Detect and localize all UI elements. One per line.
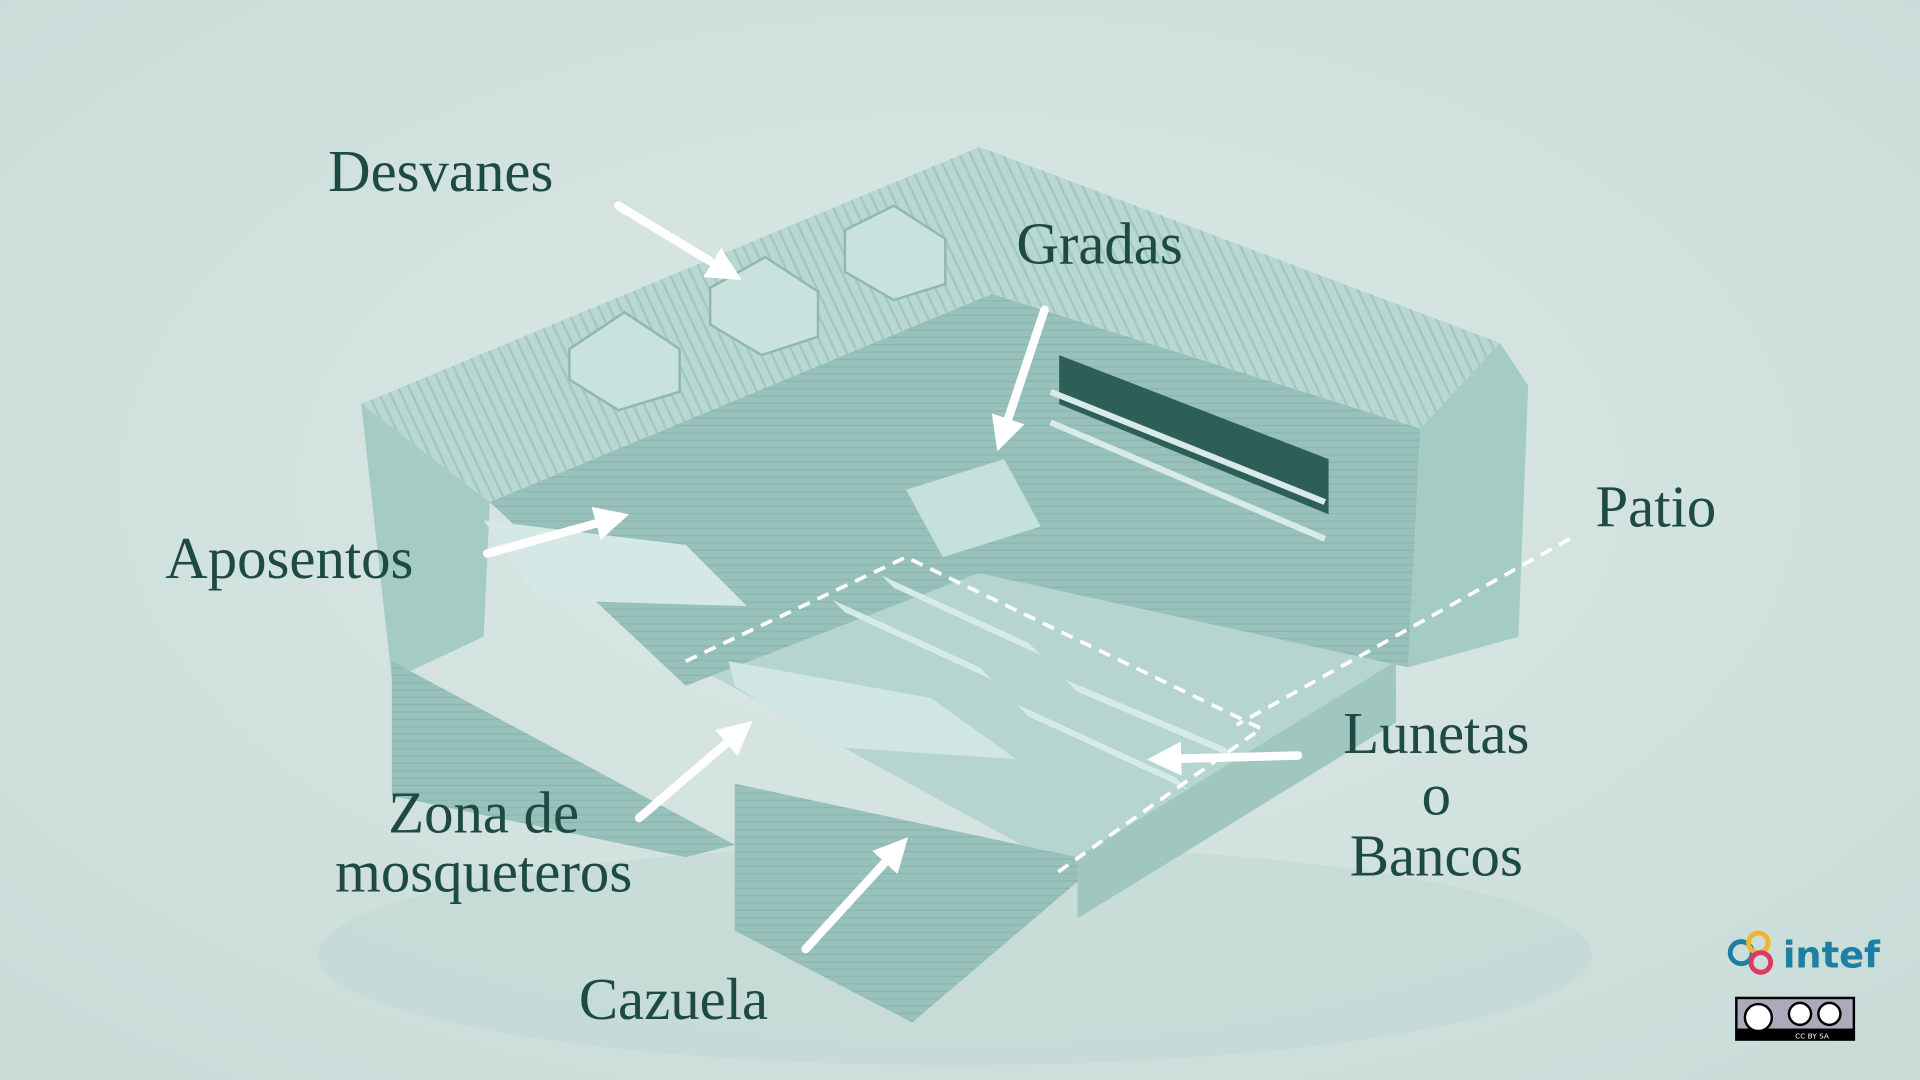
- label-mosqueteros: mosqueteros: [335, 839, 632, 904]
- label-cazuela: Cazuela: [579, 967, 768, 1032]
- arrow-gradas: [991, 305, 1049, 452]
- label-aposentos: Aposentos: [165, 526, 413, 591]
- label-patio: Patio: [1596, 475, 1717, 540]
- arrow-cazuela: [801, 837, 909, 954]
- label-desvanes: Desvanes: [328, 139, 553, 204]
- intef-logo: intef: [1727, 930, 1881, 976]
- arrow-desvanes: [614, 201, 742, 281]
- arrow-aposentos: [483, 506, 630, 558]
- label-zona-de: Zona de: [388, 781, 579, 846]
- building-illustration: [318, 146, 1592, 1066]
- license-text: CC BY SA: [1795, 1031, 1829, 1040]
- label-lunetas: Lunetas: [1343, 701, 1529, 766]
- intef-wordmark: intef: [1783, 933, 1881, 976]
- label-bancos: Bancos: [1350, 824, 1523, 889]
- arrow-lunetas: [1147, 741, 1303, 776]
- patio-outline: [684, 537, 1571, 878]
- arrow-zona-mosqueteros: [634, 720, 753, 823]
- cc-license-badge: CC BY SA: [1735, 996, 1856, 1041]
- arrows: [483, 201, 1303, 954]
- label-o: o: [1422, 762, 1451, 827]
- label-gradas: Gradas: [1016, 211, 1182, 276]
